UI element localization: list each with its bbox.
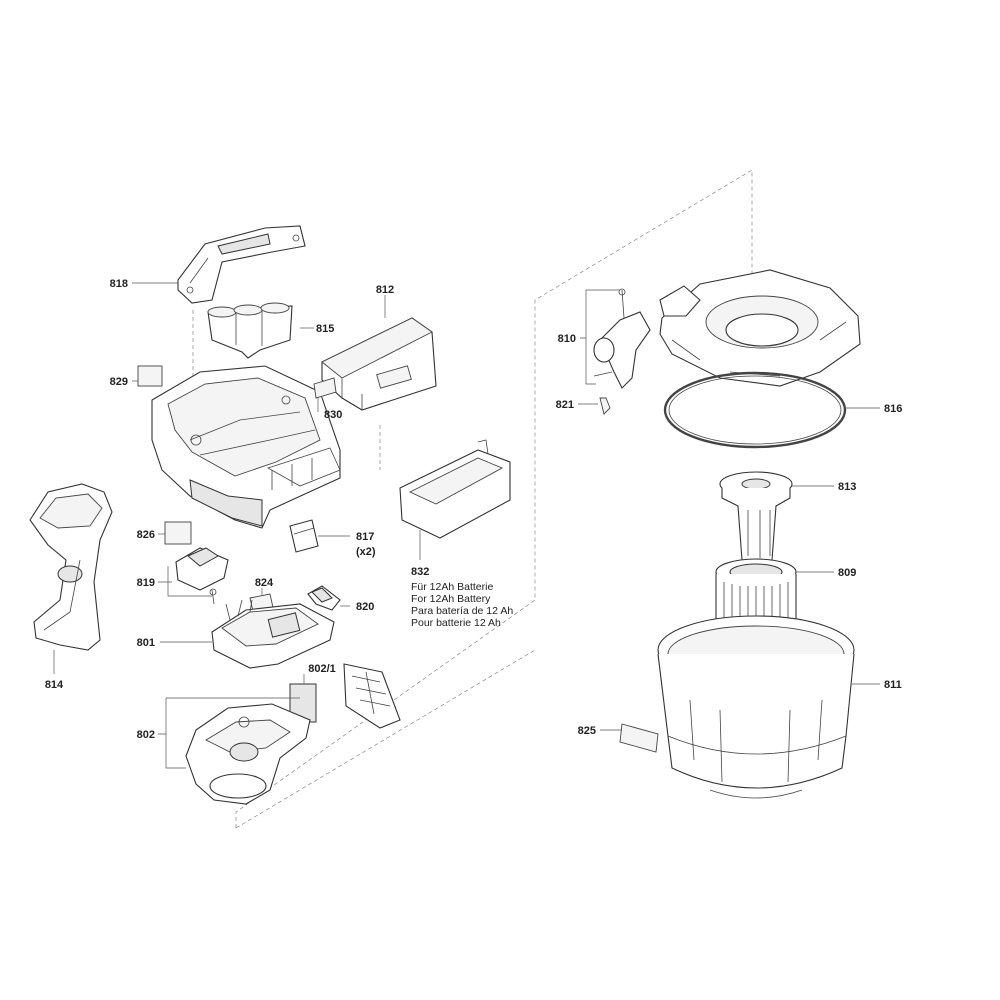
label-802-1: 802/1 <box>308 663 336 675</box>
label-826: 826 <box>137 529 155 541</box>
battery-note-es: Para batería de 12 Ah <box>411 605 513 617</box>
label-810: 810 <box>558 333 576 345</box>
label-832: 832 <box>411 566 429 578</box>
part-821-label <box>599 397 611 415</box>
part-832-battery-adapter <box>399 439 511 539</box>
part-802-motor <box>185 703 311 805</box>
label-830: 830 <box>324 409 342 421</box>
label-802: 802 <box>137 729 155 741</box>
part-820-latch <box>307 585 341 611</box>
label-813: 813 <box>838 481 856 493</box>
part-826-label <box>164 521 192 545</box>
label-817-quantity: (x2) <box>356 546 376 558</box>
part-housing-top <box>151 365 341 529</box>
part-818-carry-handle <box>177 225 306 304</box>
part-container-lid <box>659 269 861 387</box>
part-825-label <box>619 723 659 753</box>
part-811-container <box>657 615 855 799</box>
leader-lines <box>53 282 880 769</box>
label-819: 819 <box>137 577 155 589</box>
battery-note-en: For 12Ah Battery <box>411 593 491 605</box>
label-801: 801 <box>137 637 155 649</box>
part-810-hose-connector <box>593 288 651 389</box>
battery-note-fr: Pour batterie 12 Ah <box>411 617 501 629</box>
label-815: 815 <box>316 323 334 335</box>
label-825: 825 <box>578 725 596 737</box>
part-830-label <box>313 377 337 399</box>
part-816-seal-ring <box>663 371 847 449</box>
label-824: 824 <box>255 577 274 589</box>
label-816: 816 <box>884 403 902 415</box>
label-820: 820 <box>356 601 374 613</box>
part-labels: 818 815 812 829 830 826 817 (x2) 832 Für… <box>45 278 903 741</box>
part-819-switch-module <box>175 547 229 605</box>
label-812: 812 <box>376 284 394 296</box>
part-motor-grille <box>343 663 401 729</box>
label-814: 814 <box>45 679 64 691</box>
part-817-clip <box>289 519 319 553</box>
part-815-accessory-holder <box>207 302 293 359</box>
part-813-filter-cage <box>719 471 793 561</box>
battery-note-de: Für 12Ah Batterie <box>411 581 493 593</box>
label-811: 811 <box>884 679 902 691</box>
label-818: 818 <box>110 278 128 290</box>
label-817: 817 <box>356 531 374 543</box>
part-801-electronics-base <box>211 599 335 669</box>
label-829: 829 <box>110 376 128 388</box>
label-809: 809 <box>838 567 856 579</box>
part-814-side-handle <box>29 483 113 651</box>
part-812-battery-cover <box>321 317 437 411</box>
part-829-label <box>137 365 163 387</box>
label-821: 821 <box>556 399 574 411</box>
